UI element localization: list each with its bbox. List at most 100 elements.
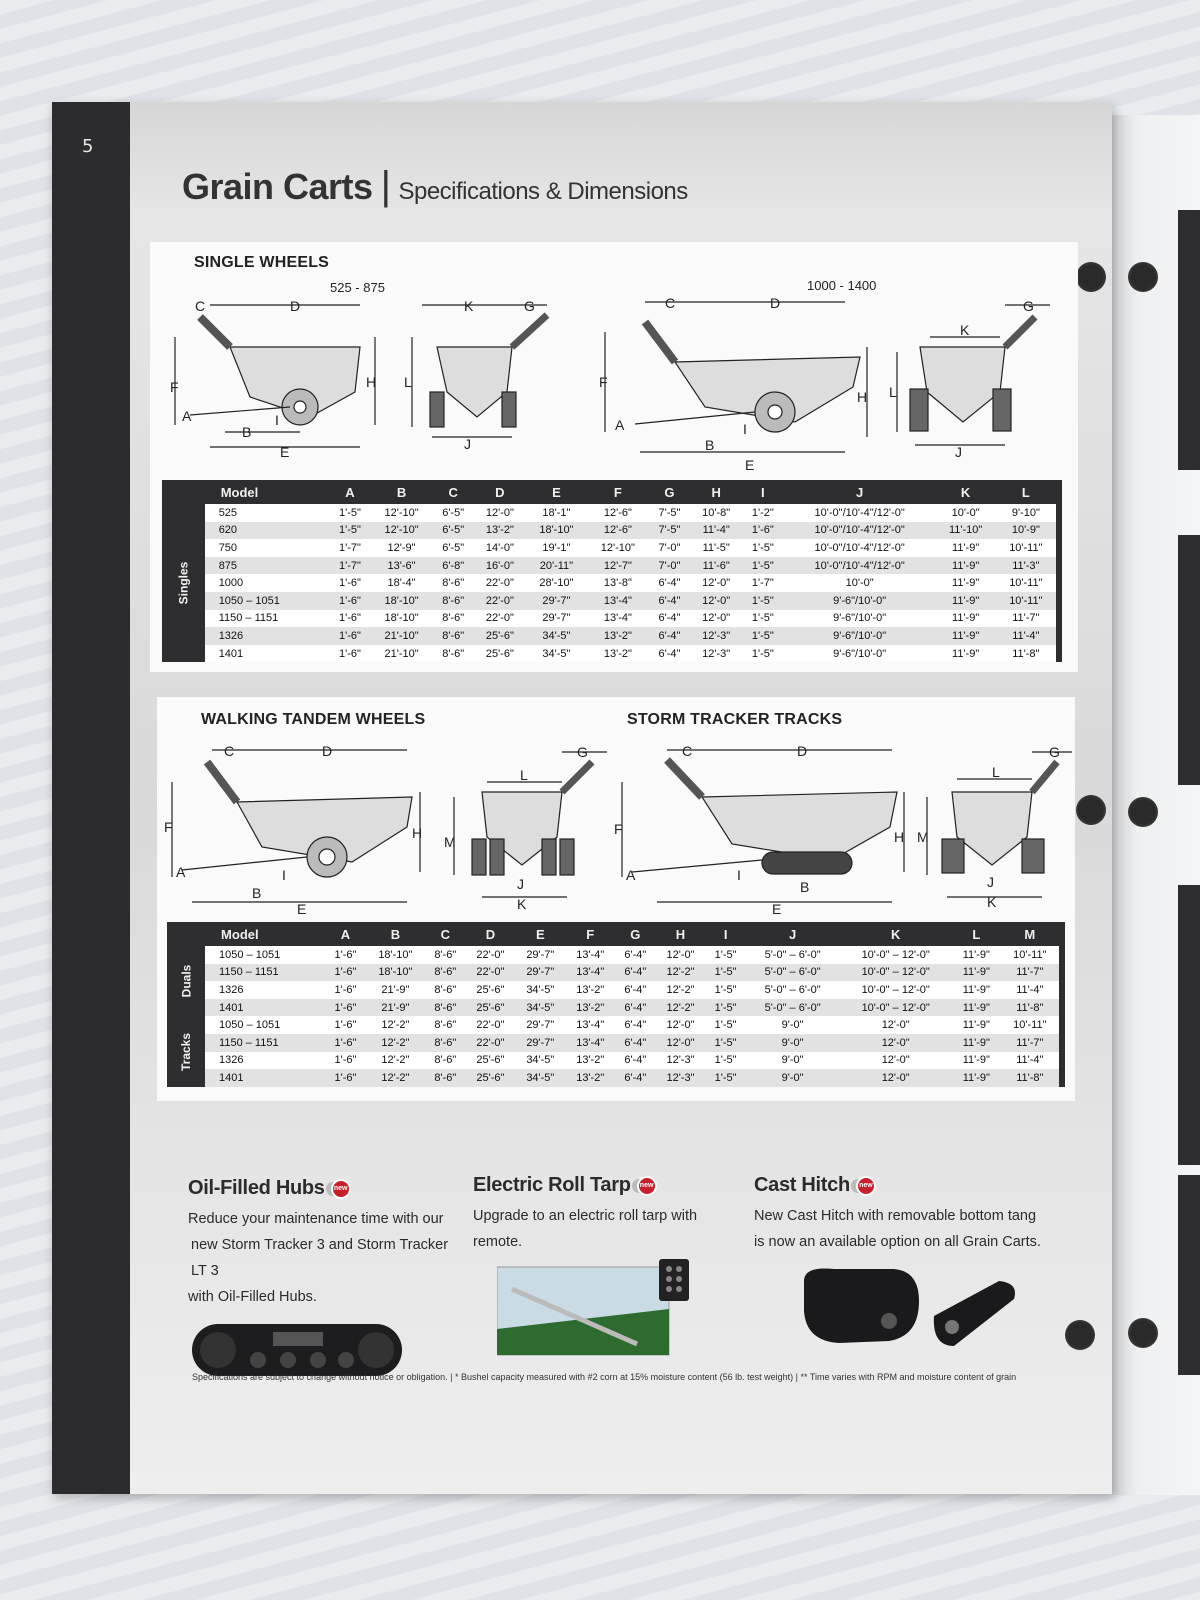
feature-title: Cast Hitch <box>754 1174 850 1196</box>
next-page-table-edge <box>1178 210 1200 470</box>
spec-cell: 6'-4" <box>648 591 691 610</box>
spec-cell: 1'-5" <box>705 1033 746 1052</box>
dim-label-l: L <box>404 374 412 390</box>
dim-label-i: I <box>282 867 286 883</box>
spec-cell: 1'-5" <box>741 627 784 645</box>
column-header-e: E <box>525 480 588 504</box>
spec-cell: 18'-10" <box>370 591 433 610</box>
spec-cell: 6'-4" <box>615 1033 656 1052</box>
dim-label-m: M <box>444 834 456 850</box>
spec-cell: 11'-5" <box>690 539 742 557</box>
spec-cell: 12'-10" <box>370 504 433 522</box>
spec-cell: 12'-10" <box>587 539 649 557</box>
spec-cell: 11'-4" <box>995 627 1056 645</box>
column-header-model: Model <box>204 480 330 504</box>
spec-cell: 8'-6" <box>432 627 475 645</box>
model-cell: 1150 – 1151 <box>205 1033 326 1052</box>
spec-cell: 12'-9" <box>370 539 433 557</box>
feature-description: Reduce your maintenance time with our ne… <box>188 1206 458 1310</box>
footnote: Specifications are subject to change wit… <box>192 1372 1017 1382</box>
range-large: 1000 - 1400 <box>807 278 877 293</box>
column-header-e: E <box>515 922 566 946</box>
spec-cell: 11'-7" <box>1000 1033 1059 1052</box>
spec-cell: 1'-5" <box>705 981 746 999</box>
spec-cell: 10'-0" <box>783 574 936 592</box>
column-header-a: A <box>329 480 371 504</box>
dim-label-f: F <box>599 374 608 390</box>
dim-label-a: A <box>615 417 625 433</box>
dim-label-c: C <box>682 743 692 759</box>
tandem-side-diagram: C D F H A I B E <box>164 743 422 917</box>
spec-cell: 9'-0" <box>745 1033 840 1052</box>
feature-description-line: Reduce your maintenance time with our <box>188 1211 444 1227</box>
spec-cell: 12'-3" <box>690 627 742 645</box>
spec-cell: 12'-0" <box>690 591 742 610</box>
model-cell: 1000 <box>204 574 330 592</box>
spec-cell: 8'-6" <box>425 981 466 999</box>
spec-cell: 21'-10" <box>370 644 433 663</box>
feature-oil-filled-hubs: Oil-Filled Hubs new Reduce your maintena… <box>188 1177 458 1393</box>
dim-label-j: J <box>987 874 994 890</box>
spec-cell: 10'-0"/10'-4"/12'-0" <box>783 539 936 557</box>
feature-description-line: with Oil-Filled Hubs. <box>188 1289 317 1305</box>
spec-cell: 10'-8" <box>690 504 742 522</box>
spec-cell: 1'-5" <box>705 963 746 982</box>
spec-cell: 12'-3" <box>655 1069 706 1087</box>
column-header-m: M <box>1000 922 1059 946</box>
spec-cell: 13'-2" <box>565 1069 616 1087</box>
spec-cell: 25'-6" <box>465 998 516 1017</box>
spec-cell: 5'-0" – 6'-0" <box>745 963 840 982</box>
spec-cell: 11'-3" <box>995 556 1056 575</box>
spec-cell: 14'-0" <box>474 539 526 557</box>
spec-cell: 29'-7" <box>515 1016 566 1034</box>
spec-cell: 1'-5" <box>741 644 784 663</box>
spec-cell: 13'-2" <box>565 1051 616 1070</box>
column-header-k: K <box>839 922 953 946</box>
spec-cell: 6'-4" <box>615 1016 656 1034</box>
dim-label-l: L <box>992 764 1000 780</box>
single-large-side-diagram: C D F H A I B E <box>599 295 868 473</box>
dim-label-b: B <box>242 424 251 440</box>
spec-cell: 1'-6" <box>325 1033 366 1052</box>
column-header-d: D <box>465 922 516 946</box>
spec-cell: 12'-0" <box>474 504 526 522</box>
dim-label-l: L <box>520 767 528 783</box>
spec-cell: 12'-0" <box>839 1069 953 1087</box>
spec-cell: 12'-2" <box>655 981 706 999</box>
spec-cell: 7'-5" <box>648 504 691 522</box>
spec-cell: 1'-5" <box>741 556 784 575</box>
dim-label-c: C <box>665 295 675 311</box>
row-spacer <box>1056 556 1062 575</box>
column-header-j: J <box>745 922 840 946</box>
feature-description-line: New Cast Hitch with removable bottom tan… <box>754 1208 1037 1224</box>
spec-cell: 6'-8" <box>432 556 475 575</box>
spec-cell: 11'-9" <box>952 1051 1001 1070</box>
new-badge: new <box>636 1175 657 1196</box>
model-cell: 525 <box>204 504 330 522</box>
tandem-tracks-panel: WALKING TANDEM WHEELS STORM TRACKER TRAC… <box>157 697 1075 1101</box>
feature-description: Upgrade to an electric roll tarp with re… <box>473 1203 743 1255</box>
spec-cell: 11'-9" <box>952 946 1001 964</box>
spec-cell: 29'-7" <box>525 591 588 610</box>
spec-cell: 13'-4" <box>565 1033 616 1052</box>
spec-cell: 34'-5" <box>515 981 566 999</box>
next-page-table-edge <box>1178 1175 1200 1375</box>
spec-cell: 12'-2" <box>365 1016 426 1034</box>
spec-cell: 12'-2" <box>655 963 706 982</box>
spec-cell: 18'-4" <box>370 574 433 592</box>
spec-cell: 11'-8" <box>1000 998 1059 1017</box>
spec-cell: 34'-5" <box>515 1051 566 1070</box>
spec-cell: 12'-0" <box>690 609 742 628</box>
spec-cell: 13'-4" <box>565 1016 616 1034</box>
spec-cell: 11'-9" <box>935 556 996 575</box>
spec-cell: 6'-5" <box>432 521 475 540</box>
spec-cell: 18'-10" <box>365 946 426 964</box>
title-main: Grain Carts <box>182 166 373 207</box>
spec-cell: 11'-9" <box>952 1016 1001 1034</box>
spec-cell: 10'-11" <box>995 591 1056 610</box>
spec-cell: 12'-3" <box>690 644 742 663</box>
